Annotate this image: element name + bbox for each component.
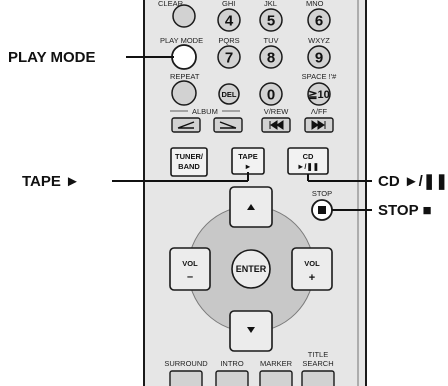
clear-label: CLEAR — [158, 0, 184, 8]
tuner-label: TUNER/ — [175, 152, 204, 161]
band-label: BAND — [178, 162, 200, 171]
cd-callout: CD ►/❚❚ — [378, 173, 448, 190]
key-7-label: 7 — [225, 50, 233, 67]
del-label: DEL — [222, 90, 237, 99]
space-label: SPACE !'# — [302, 72, 337, 81]
stop-key-label: STOP — [312, 189, 332, 198]
key-9-button[interactable] — [307, 45, 331, 69]
key-10-label: ≧10 — [308, 89, 329, 101]
up-arrow-icon — [247, 204, 255, 210]
play-mode-key-label: PLAY MODE — [160, 36, 203, 45]
tape-callout: TAPE ► — [22, 173, 80, 190]
vol-minus-button[interactable] — [169, 247, 211, 291]
pqrs-label: PQRS — [218, 36, 239, 45]
down-arrow-icon — [247, 327, 255, 333]
key-9-label: 9 — [315, 50, 323, 67]
key-6-button[interactable] — [307, 8, 331, 32]
vol-minus-label: VOL — [182, 259, 198, 268]
vol-plus-button[interactable] — [291, 247, 333, 291]
album-up-icon — [219, 121, 237, 129]
key-10-button[interactable] — [307, 82, 331, 106]
key-5-button[interactable] — [259, 8, 283, 32]
album-down-icon — [177, 121, 195, 129]
title-label: TITLE — [308, 350, 328, 359]
rew-icon — [269, 120, 284, 130]
intro-button[interactable] — [215, 370, 249, 386]
jkl-label: JKL — [264, 0, 277, 8]
repeat-label: REPEAT — [170, 72, 200, 81]
key-8-label: 8 — [267, 50, 275, 67]
repeat-button[interactable] — [171, 80, 197, 106]
key-0-label: 0 — [267, 87, 275, 104]
play-mode-callout: PLAY MODE — [8, 49, 96, 66]
tape-key-label: TAPE — [238, 152, 257, 161]
surround-button[interactable] — [169, 370, 203, 386]
key-5-label: 5 — [267, 13, 275, 30]
marker-label: MARKER — [260, 359, 293, 368]
ff-label: Λ/FF — [311, 107, 328, 116]
vol-plus-label: VOL — [304, 259, 320, 268]
stop-icon — [318, 206, 326, 214]
tuv-label: TUV — [264, 36, 279, 45]
search-label: SEARCH — [302, 359, 333, 368]
cd-play-pause-symbol: ►/❚❚ — [297, 162, 319, 172]
key-8-button[interactable] — [259, 45, 283, 69]
ghi-label: GHI — [222, 0, 235, 8]
del-button[interactable] — [218, 83, 240, 105]
stop-callout: STOP ■ — [378, 202, 432, 219]
minus-symbol: – — [187, 271, 193, 283]
surround-label: SURROUND — [164, 359, 208, 368]
enter-label: ENTER — [236, 264, 267, 274]
marker-button[interactable] — [259, 370, 293, 386]
album-label: ALBUM — [192, 107, 218, 116]
key-7-button[interactable] — [217, 45, 241, 69]
key-4-button[interactable] — [217, 8, 241, 32]
key-0-button[interactable] — [259, 82, 283, 106]
mno-label: MNO — [306, 0, 324, 8]
tape-play-symbol: ► — [244, 162, 251, 171]
wxyz-label: WXYZ — [308, 36, 330, 45]
rew-label: V/REW — [264, 107, 290, 116]
key-6-label: 6 — [315, 13, 323, 30]
tuner-band-button[interactable] — [170, 147, 208, 177]
clear-button[interactable] — [172, 4, 196, 28]
intro-label: INTRO — [220, 359, 243, 368]
cd-key-label: CD — [303, 152, 314, 161]
enter-button[interactable] — [231, 249, 271, 289]
ff-icon — [311, 120, 326, 130]
key-4-label: 4 — [225, 13, 234, 30]
title-search-button[interactable] — [301, 370, 335, 386]
play-mode-button[interactable] — [171, 44, 197, 70]
plus-symbol: + — [309, 272, 315, 284]
